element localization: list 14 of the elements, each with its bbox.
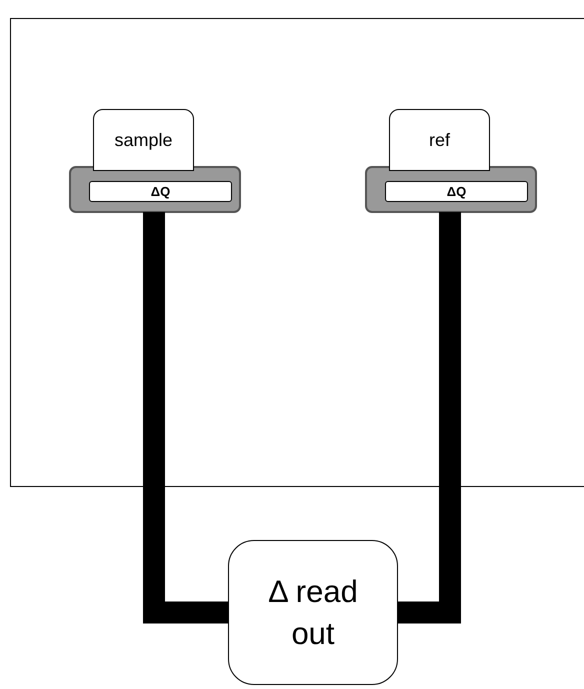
sensor-bar [89,181,232,202]
node-label: sample [114,130,173,150]
reference-holder-box [389,109,490,171]
node-label: ΔQ [446,184,466,199]
connector-line [398,212,461,624]
sensor-plate [69,166,241,213]
readout-box [228,540,398,685]
sensor-bar [385,181,528,202]
sensor-plate [365,166,537,213]
node-label: ΔQ [150,184,170,199]
sample-holder-box [93,109,194,171]
node-label: Δ read out [267,572,359,652]
enclosure-box [10,18,584,487]
node-label: ref [428,130,450,150]
